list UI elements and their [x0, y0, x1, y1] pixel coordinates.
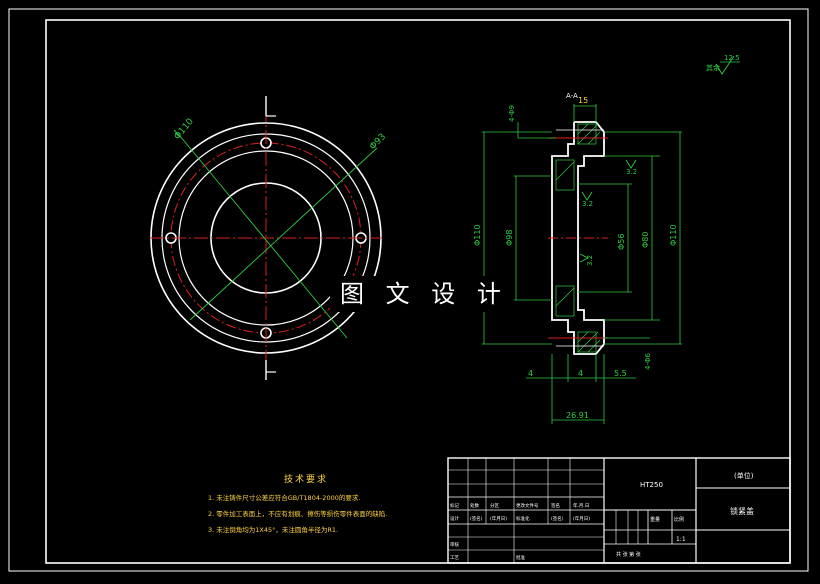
roughness-mark-2: [581, 191, 593, 201]
dim-right-outer: Φ110: [669, 224, 678, 246]
dim-holes-top: 4-Φ9: [508, 105, 516, 122]
tb-weight-label: 重量: [650, 516, 660, 523]
tb-scale-label: 比例: [674, 516, 684, 523]
tech-requirements: 技术要求 1. 未注铸件尺寸公差应符合GB/T1804-2000的要求. 2. …: [208, 473, 387, 534]
rough-2: 3.2: [582, 200, 593, 208]
tb-mark-1: 处数: [470, 502, 479, 509]
title-block-frame: [447, 457, 791, 564]
leader-d1-tail: [173, 129, 181, 137]
rough-1: 3.2: [626, 168, 637, 176]
tb-design-0: 设计: [450, 515, 459, 522]
tb-design-2: (年月日): [490, 515, 507, 522]
tb-design-5: (年月日): [573, 515, 590, 522]
tech-line-1: 1. 未注铸件尺寸公差应符合GB/T1804-2000的要求.: [208, 493, 360, 502]
hatch-line: [577, 123, 589, 135]
dim-bottom-b: 4: [578, 369, 583, 378]
tb-design-1: (签名): [470, 515, 483, 522]
roughness-symbol: 其余: [706, 63, 720, 72]
dim-overall-width: 26.91: [566, 411, 589, 420]
dim-bottom-c: 5.5: [614, 369, 627, 378]
dim-bottom-a: 4: [528, 369, 533, 378]
tb-review: 审核: [450, 541, 459, 548]
tb-mark-5: 年.月.日: [573, 502, 589, 509]
hatch-line: [555, 161, 575, 181]
tb-company: (单位): [734, 471, 754, 480]
dim-left-outer: Φ110: [473, 224, 482, 246]
roughness-mark-1: [625, 159, 637, 169]
tb-design-4: (签名): [551, 515, 564, 522]
leader-d2: [189, 147, 378, 321]
dim-front-d2: Φ93: [368, 132, 388, 152]
tb-mark-2: 分区: [490, 502, 499, 509]
hatch-mid-top: [555, 159, 575, 191]
inner-frame: [45, 19, 791, 564]
hatch-mid-bottom: [555, 285, 575, 317]
hatch-line: [555, 287, 575, 307]
tb-design-3: 标准化: [516, 515, 530, 522]
dim-holes-bottom: 4-Φ6: [644, 353, 652, 370]
dim-right-inner: Φ56: [617, 234, 626, 250]
roughness-note: 其余 12.5: [706, 54, 740, 75]
hatch-line: [577, 331, 589, 343]
roughness-value: 12.5: [724, 54, 740, 62]
dim-right-mid: Φ80: [641, 232, 650, 248]
title-block-text: HT250 (单位) 锁紧盖 1:1 重量 比例 共 张 第 张 标记 处数 分…: [450, 471, 754, 561]
tech-line-3: 3. 未注倒角均为1X45°，未注圆角半径为R1.: [208, 525, 338, 534]
watermark-bg: [330, 276, 496, 312]
tb-mark-4: 签名: [551, 502, 560, 509]
dim-top-width: 15: [578, 96, 588, 105]
outer-frame: [8, 8, 809, 572]
leader-d1: [179, 135, 348, 339]
front-view: Φ110 Φ93: [150, 96, 388, 380]
tb-material: HT250: [640, 481, 663, 489]
tb-mark-3: 更改文件号: [516, 502, 539, 509]
rough-3: 3.2: [586, 255, 594, 266]
tech-title: 技术要求: [284, 473, 328, 485]
tb-scale: 1:1: [676, 536, 686, 543]
tb-mark-0: 标记: [450, 502, 459, 509]
dim-front-d1: Φ110: [173, 117, 196, 142]
tb-part-name: 锁紧盖: [730, 506, 754, 516]
title-block: [447, 457, 791, 564]
tb-process: 工艺: [450, 555, 459, 561]
tb-sheets: 共 张 第 张: [616, 551, 641, 558]
section-label: A-A: [566, 92, 578, 100]
tech-line-2: 2. 零件加工表面上，不应有划痕、擦伤等损伤零件表面的缺陷.: [208, 509, 387, 518]
tb-approve: 批准: [516, 554, 525, 561]
section-view: A-A Φ110 Φ98 Φ110: [473, 92, 682, 424]
roughness-mark-3: [579, 253, 590, 263]
hatch-line: [577, 331, 599, 353]
watermark: 图 文 设 计: [340, 280, 508, 308]
section-profile: [551, 121, 605, 355]
dim-left-inner: Φ98: [505, 230, 514, 246]
hatch-line: [577, 123, 599, 145]
